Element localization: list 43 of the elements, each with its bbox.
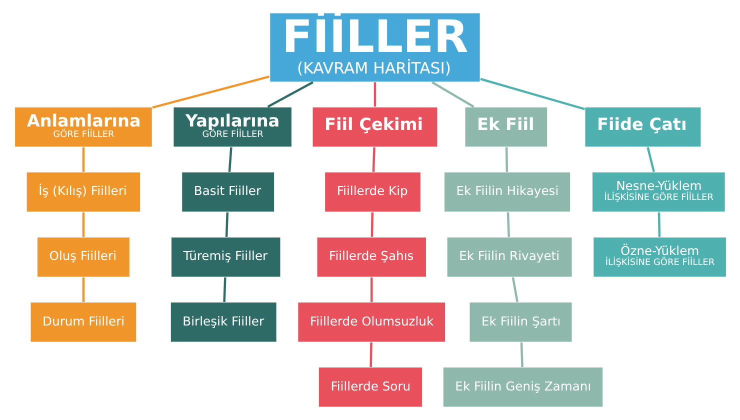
connector <box>152 76 270 109</box>
connector <box>369 342 372 367</box>
node-box: Ek Fiilin Hikayesi <box>442 171 571 213</box>
connector <box>370 277 372 302</box>
node-box: Özne-Yüklem İLİŞKİSİNE GÖRE FİİLLER <box>592 236 727 278</box>
connector <box>646 147 654 172</box>
node-box: Fiillerde Olumsuzluk <box>296 301 446 343</box>
connector <box>82 147 84 172</box>
node-box: Yapılarına GÖRE FİİLLER <box>172 106 292 148</box>
node-box: Fiillerde Kip <box>323 171 422 213</box>
connector <box>480 78 584 110</box>
connector <box>431 81 474 108</box>
node-box: Fiil Çekimi <box>311 106 438 148</box>
connector <box>520 342 523 368</box>
node-box: Fiillerde Soru <box>317 366 423 408</box>
node-box: Ek Fiilin Rivayeti <box>446 236 572 278</box>
connector <box>222 277 226 302</box>
node-box: Nesne-Yüklem İLİŞKİSİNE GÖRE FİİLLER <box>590 171 726 213</box>
connector <box>504 147 508 172</box>
node-box: Oluş Fiilleri <box>36 236 130 278</box>
connector <box>224 212 228 237</box>
connector <box>82 277 84 302</box>
connector <box>657 212 660 237</box>
connector <box>373 82 376 107</box>
node-box: Birleşik Fiiller <box>169 301 277 343</box>
node-box: Ek Fiilin Şartı <box>468 301 572 343</box>
connector <box>370 212 374 237</box>
node-box: Türemiş Fiiller <box>170 236 281 278</box>
node-box: Fiillerde Şahıs <box>316 236 427 278</box>
node-box: Durum Fiilleri <box>29 301 137 343</box>
connector <box>228 147 232 172</box>
node-box: Ek Fiilin Geniş Zamanı <box>442 366 604 408</box>
connector <box>511 277 518 302</box>
node-box: FİİLLER (KAVRAM HARİTASI) <box>268 12 480 83</box>
connector <box>82 212 84 237</box>
node-box: Ek Fiil <box>464 106 548 148</box>
connector <box>266 81 313 108</box>
node-box: Fiide Çatı <box>584 106 702 148</box>
node-box: Basit Fiiller <box>180 171 275 213</box>
connector <box>372 147 375 172</box>
connector <box>506 212 510 237</box>
node-box: Anlamlarına GÖRE FİİLLER <box>13 106 152 148</box>
node-box: İş (Kılış) Fiilleri <box>25 171 141 213</box>
